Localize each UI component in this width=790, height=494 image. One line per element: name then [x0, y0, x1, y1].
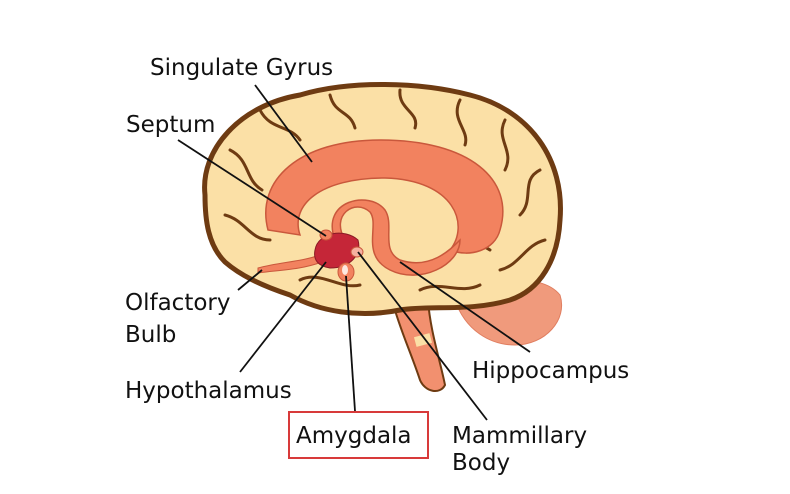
label-singulate-gyrus: Singulate Gyrus [150, 55, 334, 81]
leader-hippocampus [399, 261, 531, 353]
label-body: Body [452, 450, 511, 476]
label-amygdala: Amygdala [296, 423, 412, 449]
label-hippocampus: Hippocampus [472, 358, 630, 384]
label-hypothalamus: Hypothalamus [125, 378, 292, 404]
singulate-gyrus [265, 139, 504, 254]
label-olfactory: Olfactory [125, 290, 231, 316]
leader-amygdala [345, 275, 356, 412]
leader-olfactory-bulb [237, 269, 263, 291]
cerebrum [202, 82, 563, 316]
leader-mammillary-body [357, 251, 488, 421]
hippocampus [331, 199, 461, 276]
label-mammillary: Mammillary [452, 423, 588, 449]
amygdala-highlight-box [288, 411, 429, 459]
leader-hypothalamus [239, 261, 327, 373]
leader-lines [177, 84, 531, 421]
leader-singulate-gyrus [254, 84, 313, 163]
leader-septum [177, 139, 327, 237]
hypothalamus [314, 232, 360, 269]
label-bulb: Bulb [125, 322, 177, 348]
label-septum: Septum [126, 112, 216, 138]
amygdala-highlight [342, 265, 348, 275]
